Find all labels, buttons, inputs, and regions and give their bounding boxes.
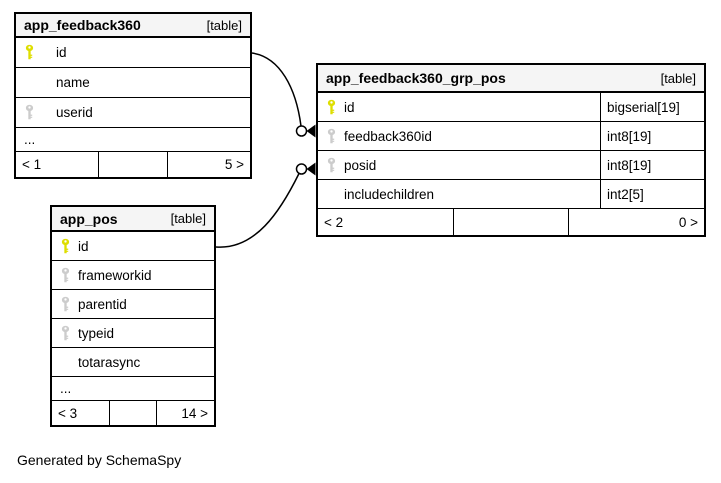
relationship-feedback360id (251, 52, 316, 138)
related-children-count: 0 > (678, 214, 698, 230)
table-app-feedback360: app_feedback360 [table] id name userid .… (14, 12, 252, 179)
table-app-feedback360-grp-pos: app_feedback360_grp_pos [table] id bigse… (316, 63, 706, 237)
foreign-key-icon (318, 157, 344, 174)
column-row: totarasync (52, 348, 214, 377)
column-row: id (16, 38, 250, 68)
foreign-key-icon (16, 104, 42, 121)
column-row: userid (16, 98, 250, 128)
footer-spacer (108, 401, 158, 425)
table-tag: [table] (170, 211, 206, 226)
cardinality-arrow-icon (306, 124, 316, 138)
column-row: frameworkid (52, 261, 214, 290)
relationship-line (251, 52, 302, 127)
cardinality-arrow-icon (306, 162, 316, 176)
column-type: int2[5] (600, 180, 704, 208)
footer-spacer (97, 152, 169, 177)
foreign-key-icon (52, 267, 78, 284)
related-parents-count: < 2 (324, 214, 344, 230)
column-name: id (344, 99, 355, 115)
table-header[interactable]: app_feedback360 [table] (16, 14, 250, 38)
column-row: id bigserial[19] (318, 93, 704, 122)
column-row: feedback360id int8[19] (318, 122, 704, 151)
table-tag: [table] (660, 70, 696, 86)
table-title[interactable]: app_feedback360 (24, 17, 141, 33)
table-footer: < 2 0 > (318, 209, 704, 235)
foreign-key-icon (52, 325, 78, 342)
column-name: userid (56, 105, 93, 120)
column-row: typeid (52, 319, 214, 348)
cardinality-circle-icon (295, 125, 308, 137)
column-row: includechildren int2[5] (318, 180, 704, 209)
related-children-count: 14 > (181, 405, 208, 421)
column-type: int8[19] (600, 151, 704, 179)
foreign-key-icon (318, 128, 344, 145)
cardinality-circle-icon (295, 163, 308, 175)
related-children-count: 5 > (224, 157, 244, 172)
generated-by-note: Generated by SchemaSpy (17, 452, 182, 468)
table-title[interactable]: app_pos (60, 210, 118, 227)
table-footer: < 3 14 > (52, 401, 214, 425)
more-columns-ellipsis: ... (52, 377, 214, 401)
table-title[interactable]: app_feedback360_grp_pos (326, 70, 506, 86)
column-name: totarasync (78, 354, 141, 370)
table-tag: [table] (206, 17, 242, 33)
related-parents-count: < 3 (58, 405, 78, 421)
column-name: id (56, 45, 67, 60)
column-type: int8[19] (600, 122, 704, 150)
column-name: frameworkid (78, 267, 152, 283)
column-name: parentid (78, 296, 127, 312)
column-row: id (52, 232, 214, 261)
column-type: bigserial[19] (600, 93, 704, 121)
column-name: feedback360id (344, 128, 432, 144)
column-row: posid int8[19] (318, 151, 704, 180)
foreign-key-icon (52, 296, 78, 313)
table-header[interactable]: app_feedback360_grp_pos [table] (318, 65, 704, 93)
column-name: posid (344, 157, 377, 173)
column-row: parentid (52, 290, 214, 319)
column-name: name (56, 75, 90, 90)
column-name: id (78, 238, 89, 254)
related-parents-count: < 1 (22, 157, 42, 172)
primary-key-icon (16, 44, 42, 61)
primary-key-icon (318, 99, 344, 116)
table-app-pos: app_pos [table] id frameworkid parentid (50, 205, 216, 427)
column-row: name (16, 68, 250, 98)
more-columns-ellipsis: ... (16, 128, 250, 152)
column-name: includechildren (344, 186, 435, 202)
footer-spacer (453, 209, 569, 235)
table-header[interactable]: app_pos [table] (52, 207, 214, 232)
table-footer: < 1 5 > (16, 152, 250, 177)
relationship-line (215, 173, 300, 248)
column-name: typeid (78, 325, 115, 341)
primary-key-icon (52, 238, 78, 255)
